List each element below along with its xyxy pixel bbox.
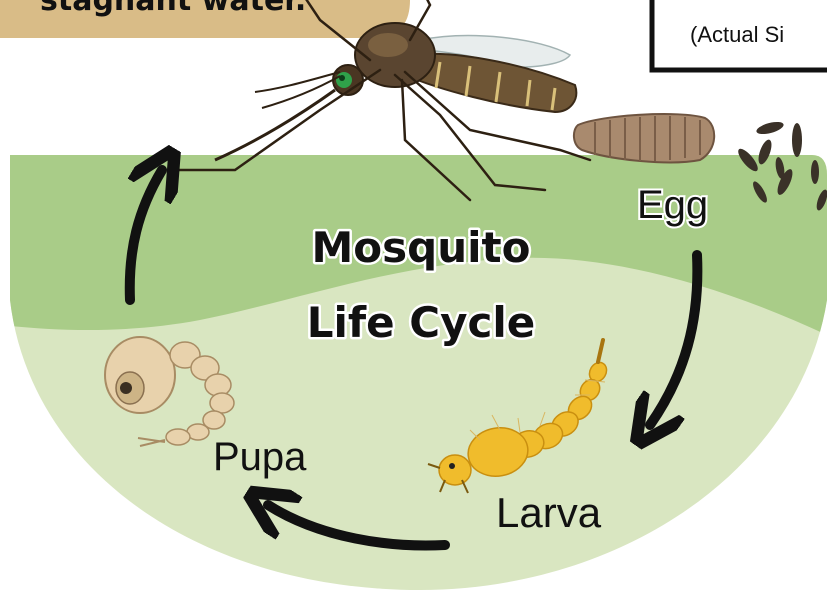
stage-label-larva: Larva bbox=[496, 489, 602, 536]
actual-size-box: (Actual Si bbox=[652, 0, 827, 70]
actual-size-label: (Actual Si bbox=[690, 22, 784, 47]
title-line-2: Life Cycle bbox=[307, 298, 536, 347]
title-line-1: Mosquito bbox=[312, 223, 531, 272]
stage-label-egg: Egg bbox=[637, 183, 708, 227]
stage-label-pupa: Pupa bbox=[213, 435, 307, 479]
stagnant-water-badge: stagnant water. bbox=[0, 0, 410, 38]
badge-label: stagnant water. bbox=[40, 0, 306, 18]
